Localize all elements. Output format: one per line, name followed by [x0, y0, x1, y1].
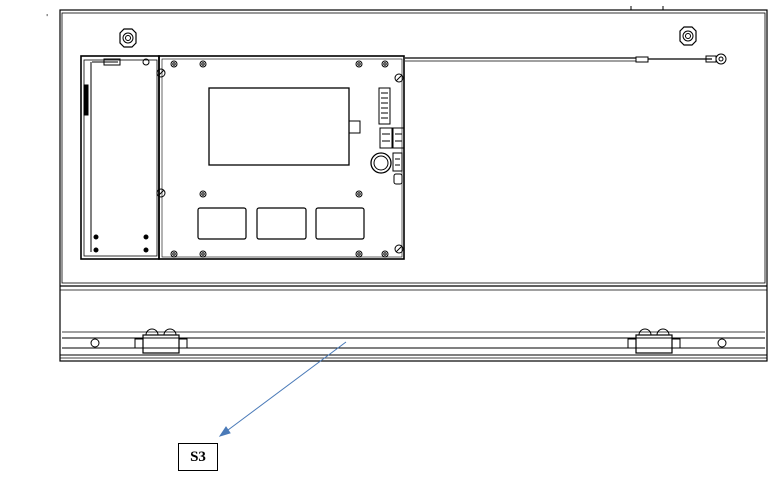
mounting-nut-right: [679, 26, 697, 46]
coin-battery: [370, 152, 392, 174]
callout-text: S3: [190, 448, 206, 465]
power-supply-module: [80, 55, 160, 260]
callout-arrow: [218, 341, 347, 437]
edge-mark: ': [46, 13, 49, 22]
circuit-board: [156, 55, 405, 260]
display-window: [208, 87, 361, 166]
callout-label: S3: [178, 443, 218, 471]
hinge-left: [134, 328, 188, 354]
hinge-right: [627, 328, 681, 354]
ground-wire: [405, 53, 727, 65]
board-cutouts: [197, 207, 365, 240]
pin-header-connectors: [378, 87, 405, 185]
hinge-rail: [62, 337, 765, 349]
mounting-nut-left: [119, 28, 137, 48]
board-screws: [156, 60, 404, 258]
enclosure-frame: [59, 6, 768, 362]
